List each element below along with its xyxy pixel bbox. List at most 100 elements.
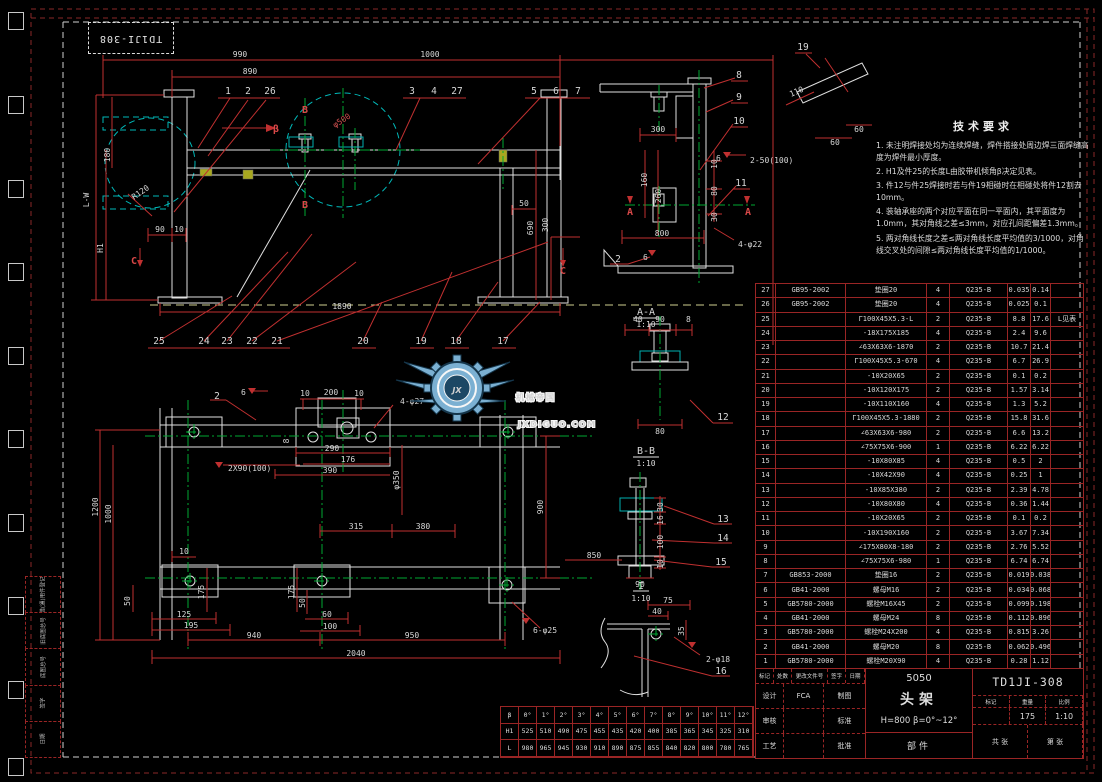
bom-cell: 8 xyxy=(927,611,950,626)
dim-label: 176 xyxy=(341,455,356,464)
angle-table-cell: 365 xyxy=(681,723,699,741)
bom-cell: 17 xyxy=(756,426,776,440)
title-block-number: TD1JI-308 标记 重量 比例 175 1:10 共 张 第 张 xyxy=(973,669,1083,758)
bom-cell: Q235-B xyxy=(950,341,1008,355)
callout-label: 12 xyxy=(717,412,728,423)
bom-cell: 2 xyxy=(927,540,950,554)
angle-table-cell: 890 xyxy=(609,740,627,757)
bom-cell: Γ100X45X5.3-1880 xyxy=(846,412,927,426)
callout-label: 27 xyxy=(451,86,462,97)
callout-label: 10 xyxy=(733,116,745,127)
dim-label: 90 xyxy=(655,315,665,324)
angle-table-cell: 11° xyxy=(717,707,735,724)
watermark-brand: 机械帝国 xyxy=(516,392,556,402)
bom-cell xyxy=(776,440,846,455)
angle-table-cell: 840 xyxy=(663,740,681,757)
detail-scale: 1:10 xyxy=(636,459,655,468)
angle-table-cell: 0° xyxy=(519,707,537,724)
dim-label: 690 xyxy=(526,221,535,236)
bom-cell xyxy=(1051,541,1083,554)
bom-cell: 0.019 xyxy=(1008,569,1031,583)
bom-cell: Q235-B xyxy=(950,398,1008,412)
bom-cell: 0.112 xyxy=(1008,611,1031,626)
bom-cell: 0.099 xyxy=(1008,597,1031,611)
bom-cell: 0.198 xyxy=(1031,597,1051,611)
tech-requirements: 技术要求 1. 未注明焊接处均为连续焊缝，焊件搭接处周边焊三面焊缝高度为焊件最小… xyxy=(876,118,1090,259)
bom-cell xyxy=(776,312,846,326)
title-block: 标记 处数 更改文件号 签字 日期 设计 FCA 制图 审核 标准 工艺 批准 xyxy=(755,668,1084,759)
bom-cell: 2.4 xyxy=(1008,326,1031,341)
bom-cell xyxy=(1051,612,1083,625)
bom-cell: 0.815 xyxy=(1008,626,1031,640)
bom-cell xyxy=(776,398,846,412)
bom-cell: Q235-B xyxy=(950,455,1008,469)
dim-label: 80 xyxy=(710,186,719,196)
beta-arrow xyxy=(266,124,276,132)
bom-cell: 26.9 xyxy=(1031,355,1051,369)
bom-cell: 1 xyxy=(927,440,950,455)
bom-cell: Q235-B xyxy=(950,597,1008,611)
bom-cell: Q235-B xyxy=(950,383,1008,398)
dim-label: 80 xyxy=(655,427,665,436)
section-letter: A xyxy=(627,207,633,218)
bom-cell: 10.7 xyxy=(1008,341,1031,355)
dim-label: 300 xyxy=(651,125,666,134)
tb-label: 标准 xyxy=(837,717,852,725)
bom-cell: GB41-2000 xyxy=(776,583,846,597)
detail-scale: 1:10 xyxy=(636,320,655,329)
angle-table-cell: β xyxy=(501,707,519,724)
angle-table-cell: 475 xyxy=(573,723,591,741)
bom-cell: Γ100X45X5.3-L xyxy=(846,312,927,326)
bom-cell: GB5780-2000 xyxy=(776,626,846,640)
bom-cell: 18 xyxy=(756,412,776,426)
bom-cell: -18X175X185 xyxy=(846,326,927,341)
dim-label: φ350 xyxy=(392,470,401,489)
corner-detail: 19 110 60 60 xyxy=(785,42,872,147)
bom-cell: 3.67 xyxy=(1008,526,1031,540)
bom-cell: 3.26 xyxy=(1031,626,1051,640)
bom-cell: 24 xyxy=(756,326,776,341)
bom-cell: Q235-B xyxy=(950,298,1008,312)
callout-label: 20 xyxy=(357,336,369,347)
angle-table-cell: L xyxy=(501,740,519,757)
bom-cell: GB95-2002 xyxy=(776,284,846,298)
bom-cell: L见表 xyxy=(1057,314,1077,323)
dim-label: L-W xyxy=(82,193,91,208)
bom-cell: GB853-2000 xyxy=(776,569,846,583)
tech-line: 1. 未注明焊接处均为连续焊缝，焊件搭接处周边焊三面焊缝高度为焊件最小厚度。 xyxy=(876,141,1089,163)
angle-table-cell: 820 xyxy=(681,740,699,757)
tb-label: 设计 xyxy=(756,684,784,708)
bom-cell: Q235-B xyxy=(950,640,1008,654)
callout-label: 23 xyxy=(221,336,232,347)
tb-label: 工艺 xyxy=(756,734,784,758)
bom-cell: -10X190X160 xyxy=(846,526,927,540)
bom-cell: Q235-B xyxy=(950,583,1008,597)
bom-cell: 20 xyxy=(756,383,776,398)
angle-table-cell: 965 xyxy=(537,740,555,757)
bom-cell: 4 xyxy=(927,398,950,412)
bom-cell: 0.14 xyxy=(1031,284,1051,298)
margin-field: 借(通)用件登记 xyxy=(25,576,61,614)
angle-table-cell: 7° xyxy=(645,707,663,724)
tb-value xyxy=(784,734,824,758)
bom-cell: Q235-B xyxy=(950,412,1008,426)
bom-cell: 15 xyxy=(756,455,776,469)
part-name: 头架 xyxy=(900,692,938,708)
bom-cell xyxy=(776,540,846,554)
dim-label: 315 xyxy=(349,522,364,531)
callout-label: 19 xyxy=(415,336,427,347)
dim-label: 8 xyxy=(282,438,291,443)
bearing-bolts xyxy=(298,133,362,153)
weight-value: 175 xyxy=(1010,708,1047,724)
bom-cell: 1 xyxy=(1031,469,1051,483)
callout-label: 21 xyxy=(271,336,283,347)
bom-cell: 2 xyxy=(927,569,950,583)
angle-table-cell: 525 xyxy=(519,723,537,741)
title-block-name: 5050 头架 H=800 β=0°~12° 部件 xyxy=(866,669,973,758)
border-tick xyxy=(8,681,24,699)
bom-cell: 25 xyxy=(756,312,776,326)
bom-cell xyxy=(1051,640,1083,653)
